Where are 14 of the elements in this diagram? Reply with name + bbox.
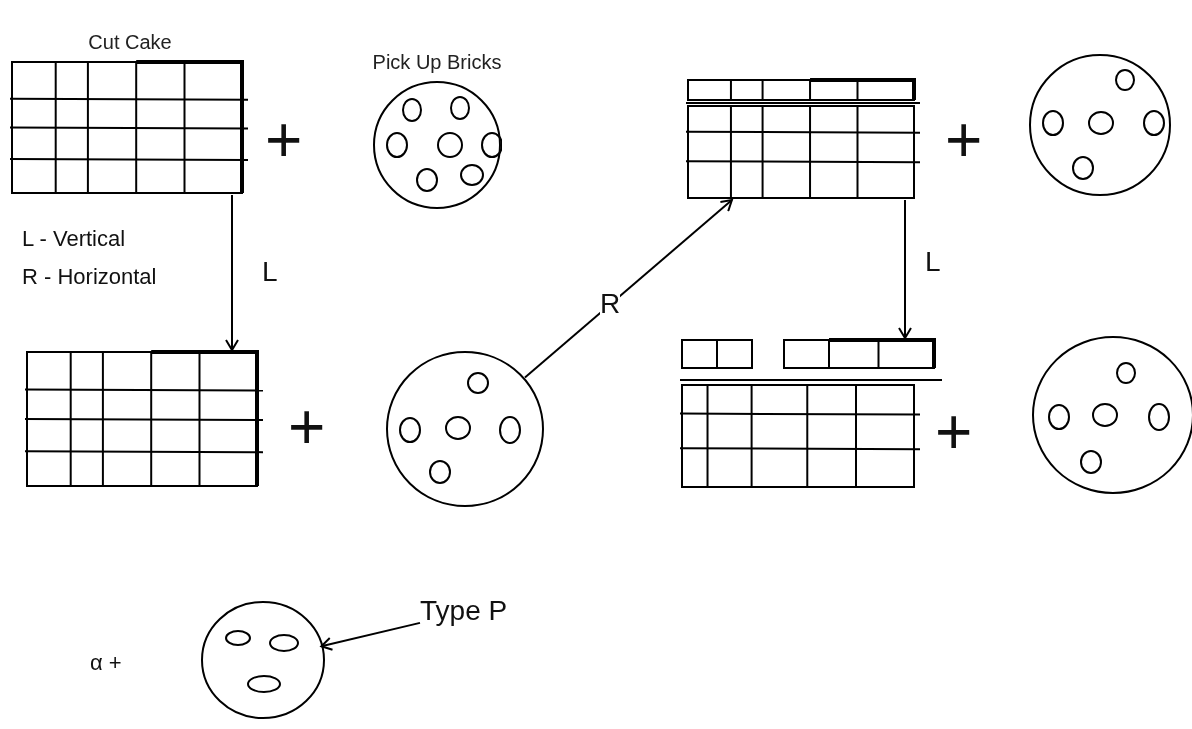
plus-sign: + [265,108,303,172]
arrow [225,194,239,351]
heading: Pick Up Bricks [372,50,502,75]
callout-text: Type P [420,595,508,627]
plus-sign: + [945,108,983,172]
arrow [320,621,421,651]
plus-sign: + [288,395,326,459]
note-text: R - Horizontal [22,266,157,288]
note-text: α + [90,652,122,674]
arrow [523,199,733,379]
heading: Cut Cake [87,30,173,55]
note-text: L - Vertical [22,228,126,250]
plus-sign: + [935,400,973,464]
arrow [898,199,912,339]
